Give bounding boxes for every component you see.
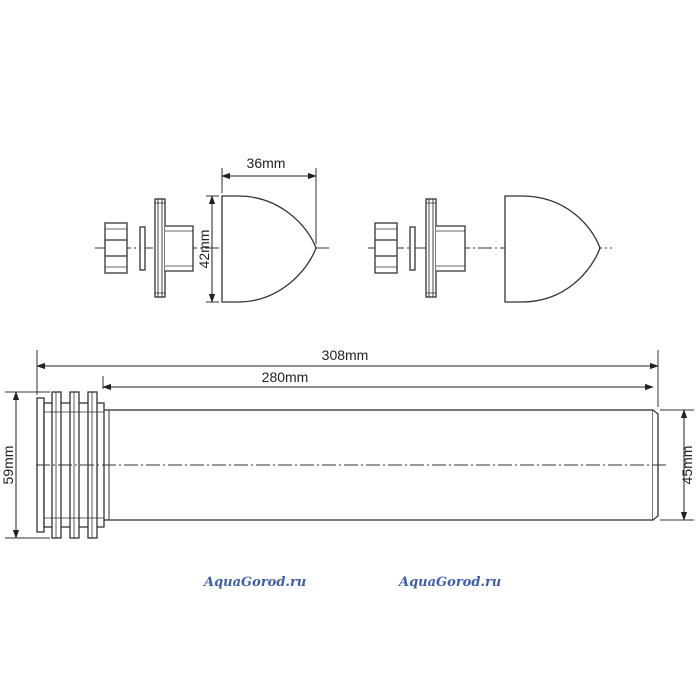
pipe-diameter-label: 45mm xyxy=(679,446,695,485)
threaded-sleeve xyxy=(165,225,194,272)
dimension-overall-length: 308mm xyxy=(36,347,659,407)
overall-length-label: 308mm xyxy=(322,347,369,363)
fitting-assembly-left xyxy=(95,195,330,303)
cap-length-label: 36mm xyxy=(247,155,286,171)
pipe-length-label: 280mm xyxy=(262,369,309,385)
washer xyxy=(409,226,416,271)
pipe-assembly xyxy=(36,391,668,539)
dimension-cap-diameter: 42mm xyxy=(196,195,219,303)
dome-cap xyxy=(504,195,601,303)
cap-diameter-label: 42mm xyxy=(196,230,212,269)
hex-nut xyxy=(104,222,128,274)
dimension-pipe-diameter: 45mm xyxy=(660,409,695,521)
flange-disc xyxy=(425,198,437,298)
dimension-collar-diameter: 59mm xyxy=(0,391,50,539)
dome-cap xyxy=(221,195,317,303)
dimension-cap-length: 36mm xyxy=(221,155,317,244)
washer xyxy=(139,226,146,271)
flange-disc xyxy=(154,198,166,298)
watermark-right: AquaGorod.ru xyxy=(399,575,502,590)
hex-nut xyxy=(374,222,398,274)
collar-diameter-label: 59mm xyxy=(0,446,16,485)
dimension-pipe-length: 280mm xyxy=(102,369,654,391)
fitting-assembly-right xyxy=(368,195,612,303)
threaded-sleeve xyxy=(436,225,466,272)
watermark-left: AquaGorod.ru xyxy=(204,575,307,590)
